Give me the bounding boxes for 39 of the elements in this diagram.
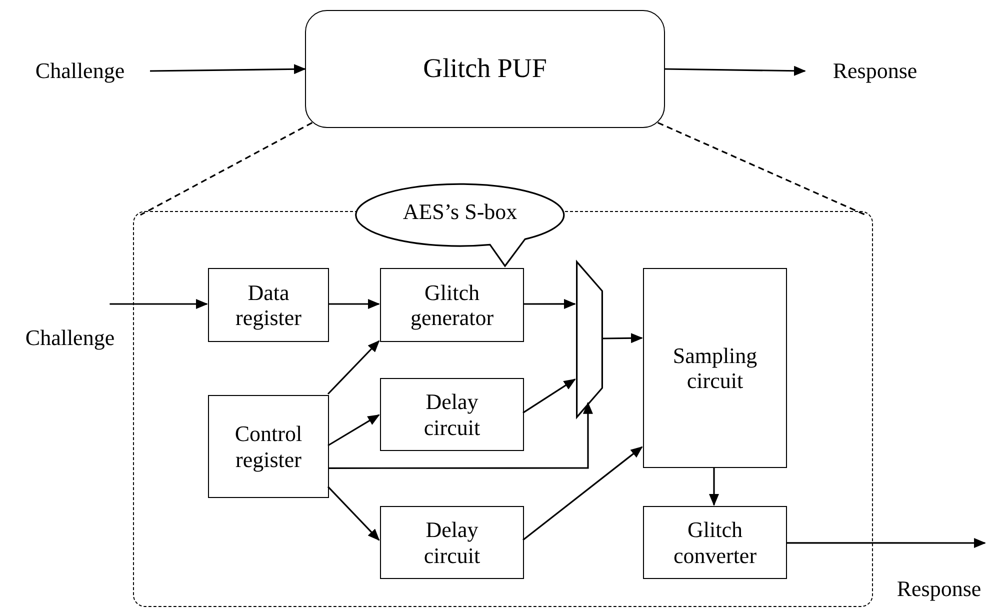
dashed-line	[657, 122, 866, 216]
arrow	[786, 538, 986, 548]
arrow	[709, 467, 719, 506]
box-label: Glitch PUF	[423, 53, 547, 85]
process-box	[380, 506, 524, 579]
arrow	[327, 340, 380, 395]
arrow	[522, 378, 576, 414]
box-label: Control register	[234, 421, 304, 472]
box-label: Glitch converter	[672, 517, 758, 568]
process-box	[305, 10, 665, 128]
multiplexer-symbol	[576, 261, 603, 418]
box-label: Glitch generator	[409, 280, 495, 330]
box-label: AES’s S-box	[402, 199, 518, 224]
arrow	[110, 299, 208, 309]
box-label: Delay circuit	[422, 517, 482, 568]
arrow	[523, 298, 576, 309]
callout-bubble	[355, 183, 565, 267]
arrow	[328, 299, 380, 309]
arrow	[664, 66, 806, 76]
signal-label: Response	[832, 58, 918, 84]
dashed-line	[140, 122, 313, 216]
arrow	[522, 446, 643, 541]
box-label: Delay circuit	[422, 389, 482, 440]
process-box	[208, 395, 329, 498]
arrow	[327, 486, 380, 541]
process-box	[643, 506, 787, 579]
process-box	[380, 268, 524, 342]
process-box	[208, 268, 329, 342]
arrow	[328, 402, 593, 469]
process-box	[380, 378, 524, 451]
arrow	[602, 333, 643, 344]
box-label: Data register	[234, 280, 302, 330]
process-box	[643, 268, 787, 468]
arrow	[328, 414, 380, 446]
arrow	[150, 64, 306, 74]
signal-label: Challenge	[25, 324, 115, 350]
signal-label: Challenge	[35, 58, 125, 84]
signal-label: Response	[896, 576, 982, 601]
box-label: Sampling circuit	[672, 342, 758, 394]
